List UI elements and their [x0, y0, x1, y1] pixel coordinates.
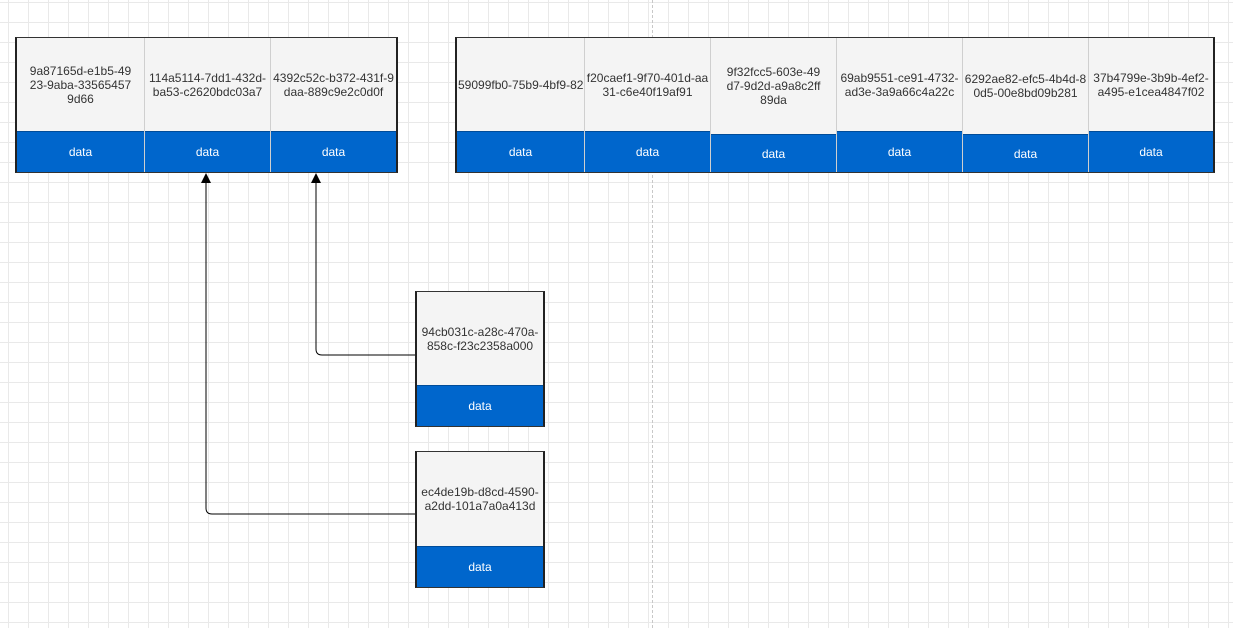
- left-node-2[interactable]: 114a5114-7dd1-432d-ba53-c2620bdc03a7 dat…: [145, 38, 271, 172]
- node-id-text: 9a87165d-e1b5-4923-9aba-335654579d66: [17, 38, 144, 131]
- node-data-label: data: [417, 385, 543, 426]
- node-id-text: 9f32fcc5-603e-49d7-9d2d-a9a8c2ff89da: [711, 38, 836, 134]
- node-data-label: data: [271, 131, 396, 172]
- right-node-4[interactable]: 69ab9551-ce91-4732-ad3e-3a9a66c4a22c dat…: [837, 38, 963, 172]
- node-id-text: 94cb031c-a28c-470a-858c-f23c2358a000: [417, 292, 543, 385]
- node-data-label: data: [837, 131, 962, 172]
- node-data-label: data: [963, 134, 1088, 172]
- node-data-label: data: [417, 546, 543, 587]
- connector-node-b-to-left-node-2[interactable]: [201, 173, 415, 515]
- node-data-label: data: [711, 134, 836, 172]
- node-id-text: 114a5114-7dd1-432d-ba53-c2620bdc03a7: [145, 38, 270, 131]
- node-id-text: 69ab9551-ce91-4732-ad3e-3a9a66c4a22c: [837, 38, 962, 131]
- right-node-6[interactable]: 37b4799e-3b9b-4ef2-a495-e1cea4847f02 dat…: [1089, 38, 1213, 172]
- node-id-text: ec4de19b-d8cd-4590-a2dd-101a7a0a413d: [417, 452, 543, 546]
- left-node-1[interactable]: 9a87165d-e1b5-4923-9aba-335654579d66 dat…: [17, 38, 145, 172]
- right-node-group[interactable]: 59099fb0-75b9-4bf9-82 data f20caef1-9f70…: [455, 37, 1215, 173]
- right-node-3[interactable]: 9f32fcc5-603e-49d7-9d2d-a9a8c2ff89da dat…: [711, 38, 837, 172]
- page-break-line: [652, 0, 653, 628]
- right-node-1[interactable]: 59099fb0-75b9-4bf9-82 data: [457, 38, 585, 172]
- node-id-text: 37b4799e-3b9b-4ef2-a495-e1cea4847f02: [1089, 38, 1213, 131]
- node-a[interactable]: 94cb031c-a28c-470a-858c-f23c2358a000 dat…: [415, 291, 545, 427]
- node-data-label: data: [1089, 131, 1213, 172]
- right-node-5[interactable]: 6292ae82-efc5-4b4d-80d5-00e8bd09b281 dat…: [963, 38, 1089, 172]
- node-id-text: 4392c52c-b372-431f-9daa-889c9e2c0d0f: [271, 38, 396, 131]
- node-id-text: f20caef1-9f70-401d-aa31-c6e40f19af91: [585, 38, 710, 131]
- left-node-group[interactable]: 9a87165d-e1b5-4923-9aba-335654579d66 dat…: [15, 37, 398, 173]
- node-data-label: data: [145, 131, 270, 172]
- left-node-3[interactable]: 4392c52c-b372-431f-9daa-889c9e2c0d0f dat…: [271, 38, 396, 172]
- node-data-label: data: [457, 131, 584, 172]
- node-id-text: 6292ae82-efc5-4b4d-80d5-00e8bd09b281: [963, 38, 1088, 134]
- node-data-label: data: [17, 131, 144, 172]
- node-b[interactable]: ec4de19b-d8cd-4590-a2dd-101a7a0a413d dat…: [415, 451, 545, 588]
- node-id-text: 59099fb0-75b9-4bf9-82: [457, 38, 584, 131]
- connector-node-a-to-left-node-3[interactable]: [311, 173, 415, 356]
- right-node-2[interactable]: f20caef1-9f70-401d-aa31-c6e40f19af91 dat…: [585, 38, 711, 172]
- node-data-label: data: [585, 131, 710, 172]
